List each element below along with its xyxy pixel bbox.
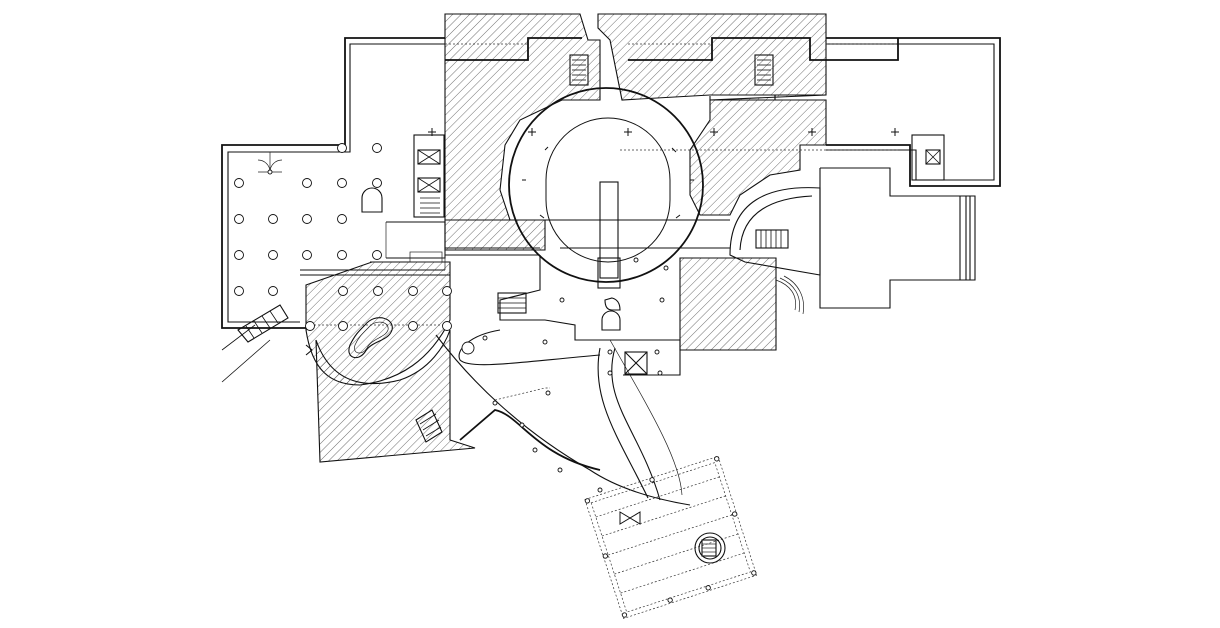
hatched-east-block [679, 257, 777, 351]
east-curved-hall [729, 187, 821, 276]
stair-east-hall [755, 229, 789, 249]
columns-west-wing [305, 286, 452, 331]
central-concourse [435, 255, 691, 506]
east-hall-outline [826, 37, 1001, 187]
door-swings [257, 152, 283, 175]
hatched-core-block [444, 13, 827, 251]
small-posts [482, 257, 669, 493]
northeast-annex-outline [819, 167, 976, 309]
south-pavilion [584, 455, 758, 619]
pool-concourse [461, 341, 475, 355]
columns-west-hall [234, 143, 382, 296]
stair-north-right [754, 54, 774, 86]
spiral-stair [694, 532, 726, 564]
north-facade-indents [445, 37, 899, 61]
stair-west-core [413, 134, 445, 218]
rotunda [508, 87, 704, 289]
arch-niche-central [601, 310, 621, 331]
misc-marks [305, 222, 443, 356]
east-ramp-steps [775, 275, 804, 315]
stair-concourse [497, 292, 527, 314]
cross-markers [428, 128, 899, 136]
stair-west-ramp [221, 304, 289, 383]
stair-east-core [911, 134, 945, 181]
kidney-pool [348, 317, 393, 359]
bowtie-marker [619, 511, 641, 525]
stair-north-left [569, 54, 589, 86]
arch-niche-west [361, 187, 383, 213]
column-ticks-rotunda [522, 146, 694, 219]
west-hall-outline [221, 37, 450, 329]
dashed-axis-lines [306, 149, 900, 401]
stair-southwest [415, 409, 443, 443]
elevator-box [624, 351, 648, 375]
